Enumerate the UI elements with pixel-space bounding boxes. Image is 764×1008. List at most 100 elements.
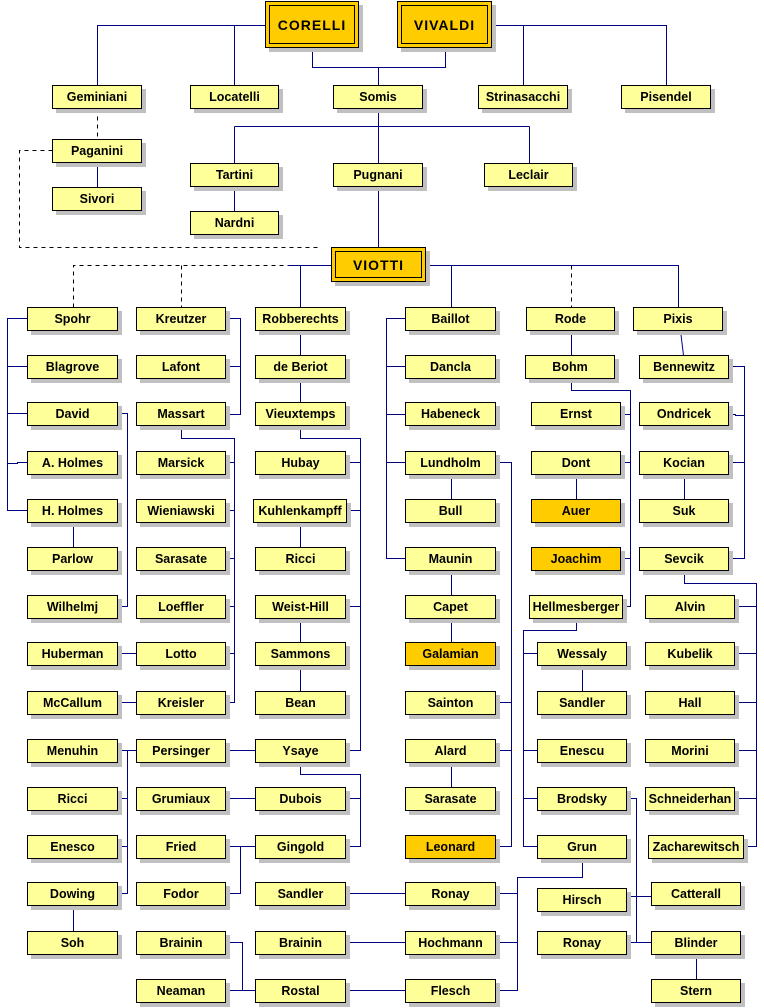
person-node-fodor: Fodor	[136, 882, 226, 906]
person-node-soh: Soh	[27, 931, 118, 955]
person-node-loeffler: Loeffler	[136, 595, 226, 619]
person-node-strinasacchi: Strinasacchi	[478, 85, 568, 109]
person-node-sainton: Sainton	[405, 691, 496, 715]
person-node-brodsky: Brodsky	[537, 787, 627, 811]
connector-line-4	[492, 25, 667, 86]
person-node-spohr: Spohr	[27, 307, 118, 331]
connector-line-51	[226, 942, 243, 991]
person-node-kuhlenkampff: Kuhlenkampff	[253, 499, 347, 523]
person-node-wessaly: Wessaly	[537, 642, 627, 666]
person-node-auer: Auer	[531, 499, 621, 523]
person-node-enescu: Enescu	[537, 739, 627, 763]
person-node-somis: Somis	[333, 85, 423, 109]
person-node-viotti: VIOTTI	[331, 247, 426, 282]
person-node-menuhin: Menuhin	[27, 739, 118, 763]
person-node-kocian: Kocian	[639, 451, 729, 475]
person-node-hochmann: Hochmann	[405, 931, 496, 955]
person-node-sandler: Sandler	[537, 691, 627, 715]
person-node-morini: Morini	[645, 739, 735, 763]
person-node-lotto: Lotto	[136, 642, 226, 666]
person-node-hall: Hall	[645, 691, 735, 715]
person-node-blinder: Blinder	[651, 931, 741, 955]
person-node-sarasate: Sarasate	[136, 547, 226, 571]
person-node-sevcik: Sevcik	[639, 547, 729, 571]
person-node-bull: Bull	[405, 499, 496, 523]
person-node-locatelli: Locatelli	[190, 85, 279, 109]
person-node-fried: Fried	[136, 835, 226, 859]
connector-line-16	[7, 318, 28, 511]
person-node-sammons: Sammons	[255, 642, 346, 666]
person-node-maunin: Maunin	[405, 547, 496, 571]
connector-line-89	[684, 570, 757, 847]
person-node-zacharewitsch: Zacharewitsch	[648, 835, 744, 859]
connector-line-80	[627, 798, 637, 943]
person-node-robberechts: Robberechts	[255, 307, 346, 331]
person-node-a-holmes: A. Holmes	[27, 451, 118, 475]
person-node-hellmesberger: Hellmesberger	[529, 595, 623, 619]
person-node-wieniawski: Wieniawski	[136, 499, 226, 523]
person-node-persinger: Persinger	[136, 739, 226, 763]
person-node-geminiani: Geminiani	[52, 85, 142, 109]
connector-line-14	[426, 265, 679, 308]
person-node-vieuxtemps: Vieuxtemps	[255, 402, 346, 426]
connector-line-50	[226, 846, 241, 894]
dashed-connector-line-1	[19, 150, 321, 248]
person-node-sivori: Sivori	[52, 187, 142, 211]
person-node-galamian: Galamian	[405, 642, 496, 666]
person-node-grun: Grun	[537, 835, 627, 859]
person-node-de-beriot: de Beriot	[255, 355, 346, 379]
person-node-baillot: Baillot	[405, 307, 496, 331]
person-node-bean: Bean	[255, 691, 346, 715]
person-node-lundholm: Lundholm	[405, 451, 496, 475]
person-node-hirsch: Hirsch	[537, 888, 627, 912]
person-node-flesch: Flesch	[405, 979, 496, 1003]
person-node-ernst: Ernst	[531, 402, 621, 426]
connector-line-70	[571, 378, 631, 607]
person-node-massart: Massart	[136, 402, 226, 426]
person-node-dancla: Dancla	[405, 355, 496, 379]
person-node-habeneck: Habeneck	[405, 402, 496, 426]
person-node-marsick: Marsick	[136, 451, 226, 475]
person-node-suk: Suk	[639, 499, 729, 523]
person-node-tartini: Tartini	[190, 163, 279, 187]
connector-line-19	[7, 462, 28, 464]
person-node-ronay: Ronay	[405, 882, 496, 906]
person-node-h-holmes: H. Holmes	[27, 499, 118, 523]
person-node-gingold: Gingold	[255, 835, 346, 859]
person-node-brainin: Brainin	[136, 931, 226, 955]
person-node-ondricek: Ondricek	[639, 402, 729, 426]
person-node-lafont: Lafont	[136, 355, 226, 379]
person-node-grumiaux: Grumiaux	[136, 787, 226, 811]
connector-line-75	[523, 618, 577, 847]
person-node-ysaye: Ysaye	[255, 739, 346, 763]
person-node-hubay: Hubay	[255, 451, 346, 475]
person-node-bennewitz: Bennewitz	[639, 355, 729, 379]
person-node-bohm: Bohm	[525, 355, 615, 379]
person-node-pisendel: Pisendel	[621, 85, 711, 109]
person-node-ricci: Ricci	[255, 547, 346, 571]
connector-line-21	[118, 413, 128, 607]
person-node-kreutzer: Kreutzer	[136, 307, 226, 331]
connector-line-41	[118, 750, 128, 894]
person-node-paganini: Paganini	[52, 139, 142, 163]
connector-line-66	[496, 462, 512, 847]
person-node-brainin: Brainin	[255, 931, 346, 955]
connector-line-0	[97, 25, 266, 86]
person-node-corelli: CORELLI	[265, 1, 359, 48]
connector-line-86	[729, 414, 745, 416]
person-node-wilhelmj: Wilhelmj	[27, 595, 118, 619]
person-node-dont: Dont	[531, 451, 621, 475]
person-node-pugnani: Pugnani	[333, 163, 423, 187]
person-node-leclair: Leclair	[484, 163, 573, 187]
person-node-pixis: Pixis	[633, 307, 723, 331]
connector-line-84	[680, 330, 684, 356]
person-node-ronay: Ronay	[537, 931, 627, 955]
person-node-david: David	[27, 402, 118, 426]
dashed-connector-line-2	[73, 265, 288, 308]
connector-line-46	[300, 762, 361, 847]
person-node-capet: Capet	[405, 595, 496, 619]
person-node-enesco: Enesco	[27, 835, 118, 859]
person-node-joachim: Joachim	[531, 547, 621, 571]
